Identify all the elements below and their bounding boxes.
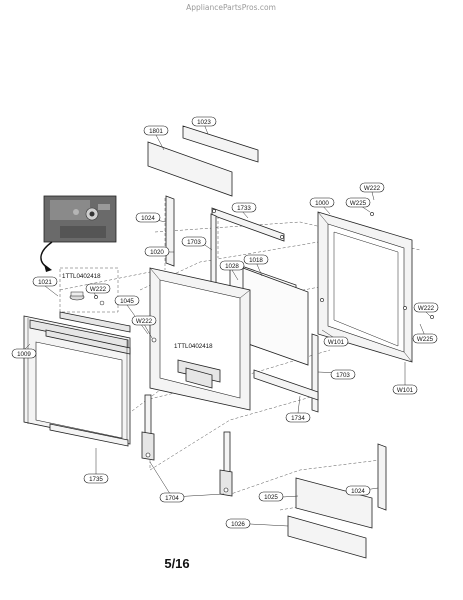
- part-outer-door-1009: [23, 315, 131, 445]
- callout-1020: 1020: [150, 249, 164, 256]
- callout-1024-lower: 1024: [351, 488, 365, 495]
- callout-W225-top: W225: [350, 200, 367, 207]
- callout-1734-bubble: [285, 412, 311, 423]
- callout-W222-hinge: W222: [90, 286, 107, 293]
- callout-W222-top: W222: [364, 185, 381, 192]
- callout-W222b-bubble: [85, 283, 111, 294]
- callout-1703b-bubble: [330, 369, 356, 380]
- callouts: 1023 1801 1024 1000 1733 W222 W225 1020 …: [11, 116, 439, 529]
- part-side-strip-1024-lower: [377, 443, 387, 511]
- part-door-liner-1000: [317, 211, 413, 363]
- callout-1021: 1021: [38, 279, 52, 286]
- callout-1000: 1000: [315, 200, 329, 207]
- callout-1023-bubble: [191, 116, 217, 127]
- callout-1733-bubble: [231, 202, 257, 213]
- callout-1045-bubble: [114, 295, 140, 306]
- callout-1028-bubble: [219, 260, 245, 271]
- callout-1023: 1023: [197, 119, 211, 126]
- part-glass-strip-1801: [147, 141, 233, 197]
- watermark-text: AppliancePartsPros.com: [186, 3, 276, 12]
- part-hinge-1704-left: [141, 394, 155, 461]
- callout-1735: 1735: [89, 476, 103, 483]
- callout-W222d-bubble: [413, 302, 439, 313]
- part-bottom-trim-1735: [49, 423, 129, 447]
- callout-1TTL0402418-upper: 1TTL0402418: [62, 273, 101, 280]
- callout-1028: 1028: [225, 263, 239, 270]
- callout-1018-bubble: [243, 254, 269, 265]
- callout-1703-left: 1703: [187, 239, 201, 246]
- callout-W101b-bubble: [392, 384, 418, 395]
- callout-1009-bubble: [11, 348, 37, 359]
- callout-W222c-bubble: [131, 315, 157, 326]
- callout-1021-bubble: [32, 276, 58, 287]
- screws: [94, 212, 434, 343]
- callout-1025-bubble: [258, 491, 284, 502]
- callout-W101-lower: W101: [397, 387, 414, 394]
- part-side-channel-1703-right: [311, 333, 319, 413]
- part-top-trim-1023: [182, 125, 259, 163]
- callout-1026: 1026: [231, 521, 245, 528]
- screw-1733a: [212, 209, 216, 213]
- part-channel-1733: [211, 207, 285, 242]
- part-glass-1018: [242, 267, 309, 366]
- callout-1734: 1734: [291, 415, 305, 422]
- callout-W225b-bubble: [412, 333, 438, 344]
- callout-1009: 1009: [17, 351, 31, 358]
- part-side-strip-1024-upper: [165, 195, 175, 267]
- callout-1045: 1045: [120, 298, 134, 305]
- callout-1026-bubble: [225, 518, 251, 529]
- callout-1703a-bubble: [181, 236, 207, 247]
- callout-W222-right: W222: [418, 305, 435, 312]
- part-trim-1026: [287, 515, 367, 559]
- part-channel-1734: [253, 369, 319, 401]
- callout-W101a-bubble: [323, 336, 349, 347]
- callout-W101-upper: W101: [328, 339, 345, 346]
- callout-1801-bubble: [143, 125, 169, 136]
- callout-1025: 1025: [264, 494, 278, 501]
- callout-1733: 1733: [237, 205, 251, 212]
- callout-1735-bubble: [83, 473, 109, 484]
- callout-1024-upper: 1024: [141, 215, 155, 222]
- hinge-detail-box: [59, 267, 119, 313]
- screw-1733b: [280, 235, 284, 239]
- callout-W225-right: W225: [417, 336, 434, 343]
- callout-1024b-bubble: [345, 485, 371, 496]
- callout-1801: 1801: [149, 128, 163, 135]
- callout-1704-bubble: [159, 492, 185, 503]
- callout-1703-right: 1703: [336, 372, 350, 379]
- part-vent-top-1021: [59, 311, 131, 333]
- callout-1000-bubble: [309, 197, 335, 208]
- callout-1TTL0402418-lower: 1TTL0402418: [174, 343, 213, 350]
- part-panel-1025: [295, 477, 373, 529]
- part-side-channel-1703-left: [210, 213, 217, 291]
- part-hinge-1704-right: [219, 431, 233, 497]
- callout-1024a-bubble: [135, 212, 161, 223]
- page-number: 5/16: [164, 556, 189, 571]
- callout-1704: 1704: [165, 495, 179, 502]
- callout-1018: 1018: [249, 257, 263, 264]
- callout-W225a-bubble: [345, 197, 371, 208]
- callout-1020-bubble: [144, 246, 170, 257]
- part-inner-door-frame: [149, 267, 251, 411]
- callout-W222a-bubble: [359, 182, 385, 193]
- inset-photo: [43, 195, 117, 243]
- callout-W222-middle: W222: [136, 318, 153, 325]
- inset-arrow: [40, 241, 53, 272]
